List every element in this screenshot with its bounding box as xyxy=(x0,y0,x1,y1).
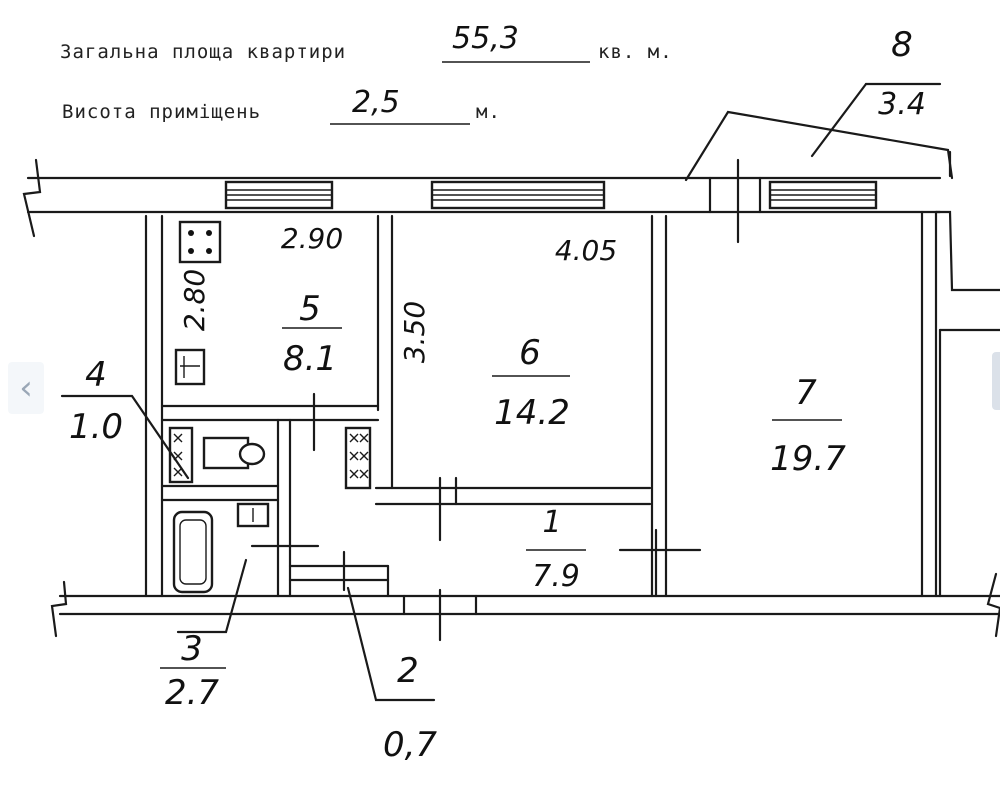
header-area-line: Загальна площа квартири 55,3 кв. м. xyxy=(60,21,673,63)
exterior-wall-bottom xyxy=(50,572,1000,642)
chevron-left-icon[interactable]: ‹ xyxy=(8,362,44,414)
room-area: 2.7 xyxy=(165,673,219,713)
dimension-room6-depth: 3.50 xyxy=(398,301,431,363)
dimension-room6-width: 4.05 xyxy=(555,234,617,267)
room-area: 3.4 xyxy=(878,87,926,122)
room-number: 1 xyxy=(542,505,561,540)
height-label: Висота приміщень xyxy=(62,101,261,123)
toilet-icon xyxy=(238,442,266,466)
room-area: 19.7 xyxy=(770,439,846,479)
height-value: 2,5 xyxy=(352,85,400,120)
leader-room-2 xyxy=(346,586,436,702)
room-number: 2 xyxy=(397,651,419,691)
vent-shaft-wc xyxy=(168,426,194,484)
room-5-label: 5 8.1 xyxy=(282,289,342,379)
room-8-label: 8 3.4 xyxy=(878,25,926,122)
area-label: Загальна площа квартири xyxy=(60,41,346,63)
stove-icon xyxy=(178,220,222,264)
room-4-label: 4 1.0 xyxy=(69,355,123,447)
interior-walls xyxy=(144,214,702,598)
exterior-wall-right xyxy=(920,210,1000,598)
room-area: 8.1 xyxy=(283,339,337,379)
room-area: 14.2 xyxy=(494,393,570,433)
room-area: 7.9 xyxy=(532,559,580,594)
room-number: 5 xyxy=(299,289,321,329)
scroll-indicator[interactable] xyxy=(992,352,1000,410)
dimension-kitchen-width: 2.90 xyxy=(281,222,343,255)
room-number: 8 xyxy=(891,25,913,65)
balcony-outline xyxy=(684,110,954,182)
leader-room-4 xyxy=(60,394,190,480)
leader-room-3 xyxy=(176,558,248,634)
header-height-line: Висота приміщень 2,5 м. xyxy=(62,85,501,125)
leader-lines xyxy=(60,82,942,702)
room-number: 7 xyxy=(795,373,817,413)
room-3-label: 3 2.7 xyxy=(160,629,226,713)
room-number: 4 xyxy=(85,355,107,395)
room-2-label: 2 0,7 xyxy=(383,651,437,765)
room-area: 1.0 xyxy=(69,407,123,447)
sink-icon xyxy=(174,348,206,386)
area-unit: кв. м. xyxy=(598,41,673,63)
room-number: 6 xyxy=(519,333,541,373)
room-7-label: 7 19.7 xyxy=(770,373,846,479)
room-area: 0,7 xyxy=(383,725,437,765)
dimension-kitchen-depth: 2.80 xyxy=(178,269,211,331)
room-6-label: 6 14.2 xyxy=(492,333,570,433)
fixtures xyxy=(172,220,270,594)
room-number: 3 xyxy=(181,629,203,669)
height-unit: м. xyxy=(476,101,501,123)
bathtub-icon xyxy=(172,510,214,594)
exterior-wall-top xyxy=(22,158,942,244)
area-value: 55,3 xyxy=(452,21,519,56)
room-1-label: 1 7.9 xyxy=(526,505,586,594)
